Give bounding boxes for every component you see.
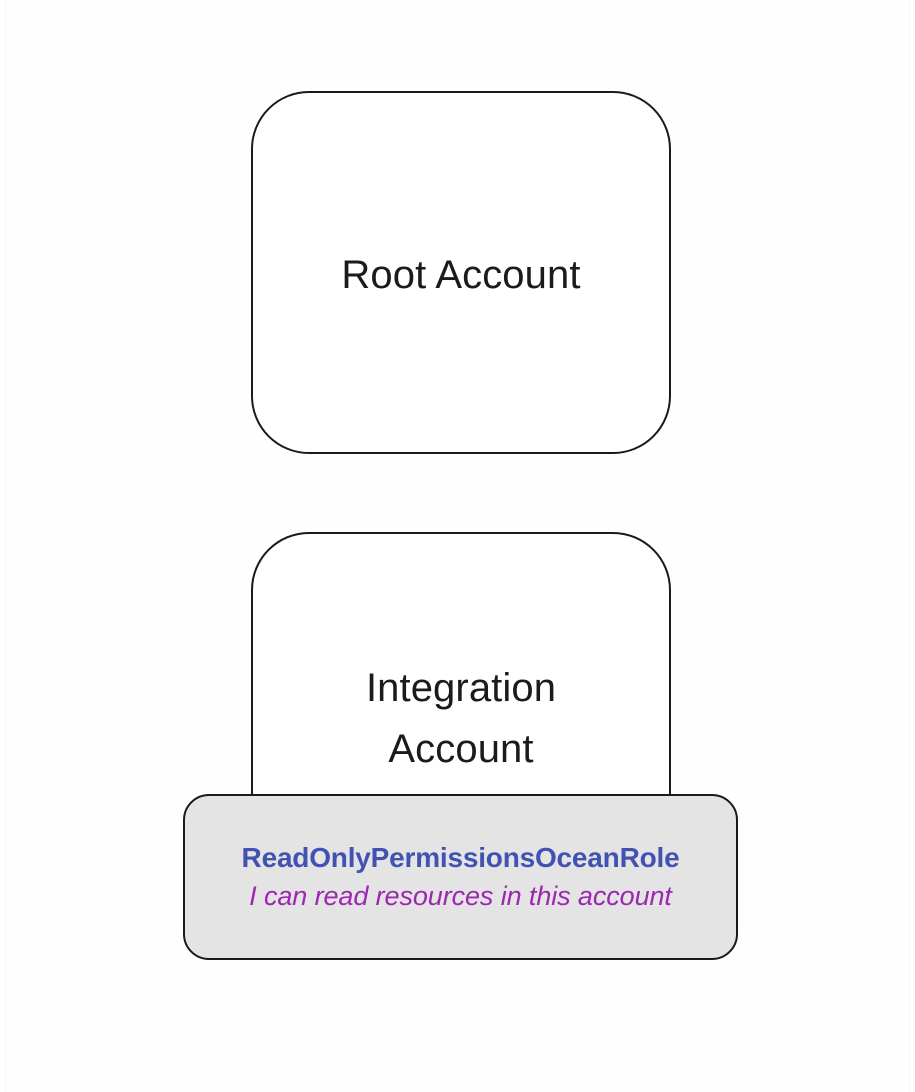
role-description-label: I can read resources in this account [249,881,672,911]
page-edge-left [5,0,6,1092]
page-edge-right [909,0,910,1092]
role-name-label: ReadOnlyPermissionsOceanRole [241,842,680,873]
root-account-box[interactable]: Root Account [251,91,671,454]
readonly-role-node[interactable]: ReadOnlyPermissionsOceanRole I can read … [183,794,738,960]
root-account-label: Root Account [341,253,581,297]
integration-account-label: Integration Account [365,666,557,771]
integration-account-box[interactable]: Integration Account [251,532,671,832]
